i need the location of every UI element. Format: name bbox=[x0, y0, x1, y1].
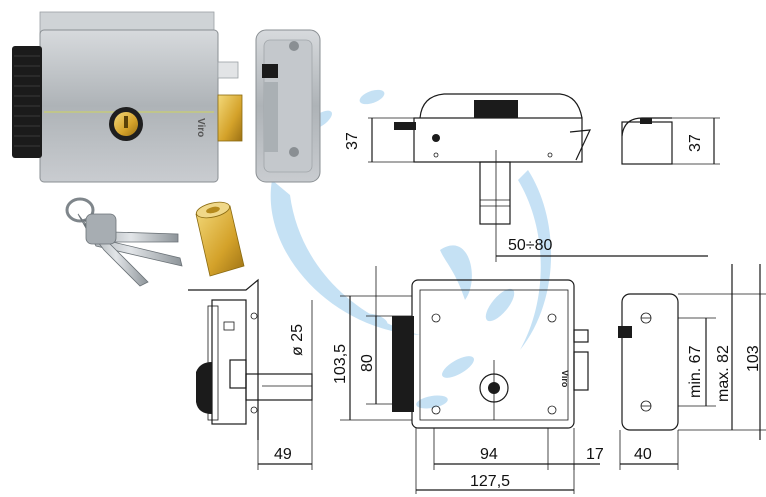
dim-total-width: 127,5 bbox=[470, 473, 510, 490]
front-view-drawing: Viro bbox=[392, 279, 600, 494]
dim-height-103: 103 bbox=[745, 345, 762, 372]
dim-plate-offset: 17 bbox=[586, 446, 604, 463]
front-vertical-dimensions bbox=[340, 266, 412, 421]
dim-height-80: 80 bbox=[359, 354, 376, 372]
keeper-side-view bbox=[621, 117, 720, 165]
dim-side-offset: 49 bbox=[274, 446, 292, 463]
dim-min-67: min. 67 bbox=[687, 345, 704, 398]
dim-cylinder-diameter: ø 25 bbox=[289, 324, 306, 356]
dim-body-width: 94 bbox=[480, 446, 498, 463]
dim-height-103-5: 103,5 bbox=[332, 344, 349, 384]
cross-section-drawing bbox=[188, 278, 313, 470]
keys-icon bbox=[65, 197, 183, 287]
front-brand-mark: Viro bbox=[560, 370, 570, 388]
dim-max-82: max. 82 bbox=[715, 345, 732, 402]
strike-keeper-icon bbox=[255, 29, 321, 183]
brand-mark: Viro bbox=[195, 118, 206, 137]
brass-cylinder-icon bbox=[195, 201, 245, 277]
electric-rim-lock-icon: Viro bbox=[12, 11, 243, 183]
dim-bolt-throw: 50÷80 bbox=[508, 237, 552, 254]
keeper-front-view bbox=[618, 264, 766, 470]
dim-keeper-depth: 40 bbox=[634, 446, 652, 463]
dim-side-height: 37 bbox=[687, 134, 704, 152]
top-view-drawing bbox=[368, 93, 591, 262]
dim-top-height: 37 bbox=[344, 132, 361, 150]
blue-swoosh-decoration bbox=[270, 89, 552, 409]
